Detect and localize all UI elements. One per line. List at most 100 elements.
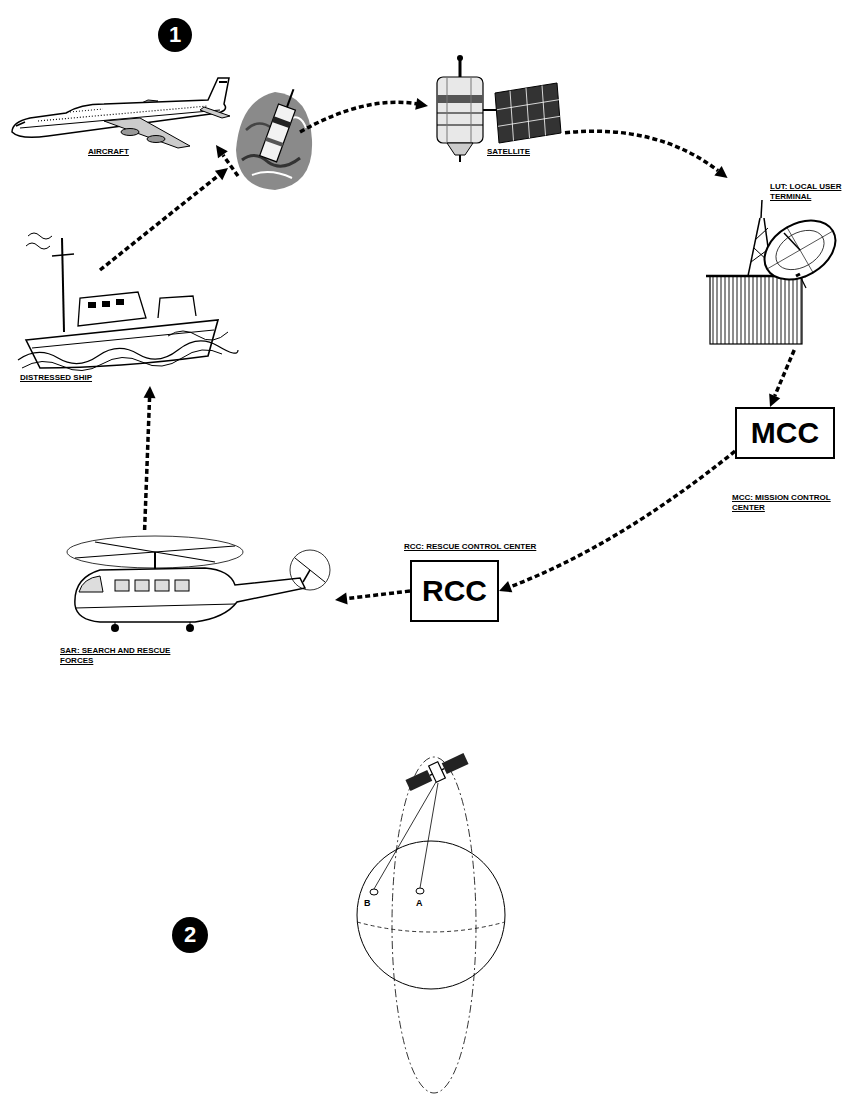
part-label: RCC: RESCUE CONTROL CENTER [404,542,544,552]
callout-number: 2 [172,917,208,953]
ground-station [755,228,768,240]
orbit-figure [357,841,505,989]
aircraft-drawing [16,122,25,126]
box-title: MCC [751,418,819,448]
part-label: MCC: MISSION CONTROL CENTER [732,493,848,512]
orbit-figure [405,770,432,791]
aircraft-drawing [219,81,227,83]
satellite-drawing [471,77,472,143]
aircraft-drawing [147,136,165,143]
arrow-head [714,166,727,178]
orbit-figure [404,750,470,793]
ground-station [784,233,800,250]
signal-arrow [216,145,228,158]
helicopter-drawing [303,570,310,582]
label-slot: A [416,898,423,908]
ship-drawing [22,350,222,371]
dashed-line [775,350,795,396]
distress-beacon [272,116,291,128]
satellite-drawing [498,116,560,126]
distress-beacon [236,86,312,190]
ground-station [710,276,802,344]
helicopter-drawing [79,576,103,592]
label-slot: B [364,898,371,908]
helicopter-drawing [190,622,191,626]
aircraft-drawing [12,78,229,137]
orbit-figure [357,922,505,932]
box-title: RCC [422,576,487,606]
part-label: SATELLITE [487,147,562,157]
distress-beacon [287,89,293,107]
helicopter-drawing [155,580,169,591]
arrow-head [335,593,348,605]
label-slot: 1 [158,18,192,52]
ground-station [748,218,760,276]
arrow-head [144,386,156,398]
aircraft-drawing [12,78,230,148]
ship-drawing [88,302,96,308]
satellite-drawing [437,55,561,162]
part-label: AIRCRAFT [88,147,178,157]
satellite-drawing [457,55,463,61]
dashed-line [145,398,150,530]
ground-station [769,222,831,277]
satellite-drawing [510,91,514,141]
satellite-drawing [437,77,483,143]
signal-arrow [300,102,418,132]
distress-beacon [236,92,312,190]
ship-drawing [116,299,124,305]
satellite-drawing [497,100,559,110]
helicopter-drawing [115,580,129,591]
helicopter-drawing [154,552,156,570]
distress-beacon [260,86,302,162]
footprint-letter: A [416,898,423,908]
control-center-box: RCCRCC: RESCUE CONTROL CENTER [410,560,499,622]
label-slot: AIRCRAFT [88,147,178,157]
satellite-drawing [483,109,497,111]
orbit-figure [374,782,436,889]
signal-arrow [215,168,228,180]
part-label: DISTRESSED SHIP [20,373,130,383]
satellite-drawing [437,113,483,114]
distress-beacon [252,172,292,178]
ground-station [706,200,846,344]
ship-drawing [168,331,228,340]
ship-drawing [62,238,64,332]
signal-arrow [100,175,219,270]
footprint-letter: B [364,898,371,908]
helicopter-drawing [115,622,116,626]
ship-drawing [18,233,238,371]
illustrated-node: SATELLITE [425,55,565,163]
helicopter-drawing [75,568,305,622]
satellite-drawing [447,77,448,143]
dashed-arrow [775,350,795,396]
illustrated-node: AIRCRAFT [8,70,230,162]
ship-drawing [78,292,146,326]
helicopter-drawing [75,604,235,608]
part-label: SAR: SEARCH AND RESCUE FORCES [60,646,190,665]
part-label: LUT: LOCAL USER TERMINAL [770,182,842,201]
satellite-drawing [447,143,473,155]
signal-arrow [100,98,428,270]
satellite-drawing [437,125,483,126]
dashed-line [347,591,410,599]
dashed-arrow [510,451,735,587]
helicopter-drawing [295,558,325,582]
dashed-line [510,451,735,587]
illustrated-node: DISTRESSED SHIP [18,228,238,386]
ship-drawing [26,243,50,249]
aircraft-drawing [104,118,190,148]
ship-drawing [26,320,218,368]
signal-arrow [415,98,428,110]
ground-station [796,274,800,276]
aircraft-drawing [121,129,139,136]
satellite-drawing [542,85,546,135]
ship-drawing [28,233,52,239]
satellite-drawing [526,88,530,138]
satellite-drawing [437,95,483,103]
satellite-drawing [495,83,561,143]
dashed-line [565,131,718,170]
ship-drawing [102,301,110,307]
orbit-figure [392,757,476,1093]
